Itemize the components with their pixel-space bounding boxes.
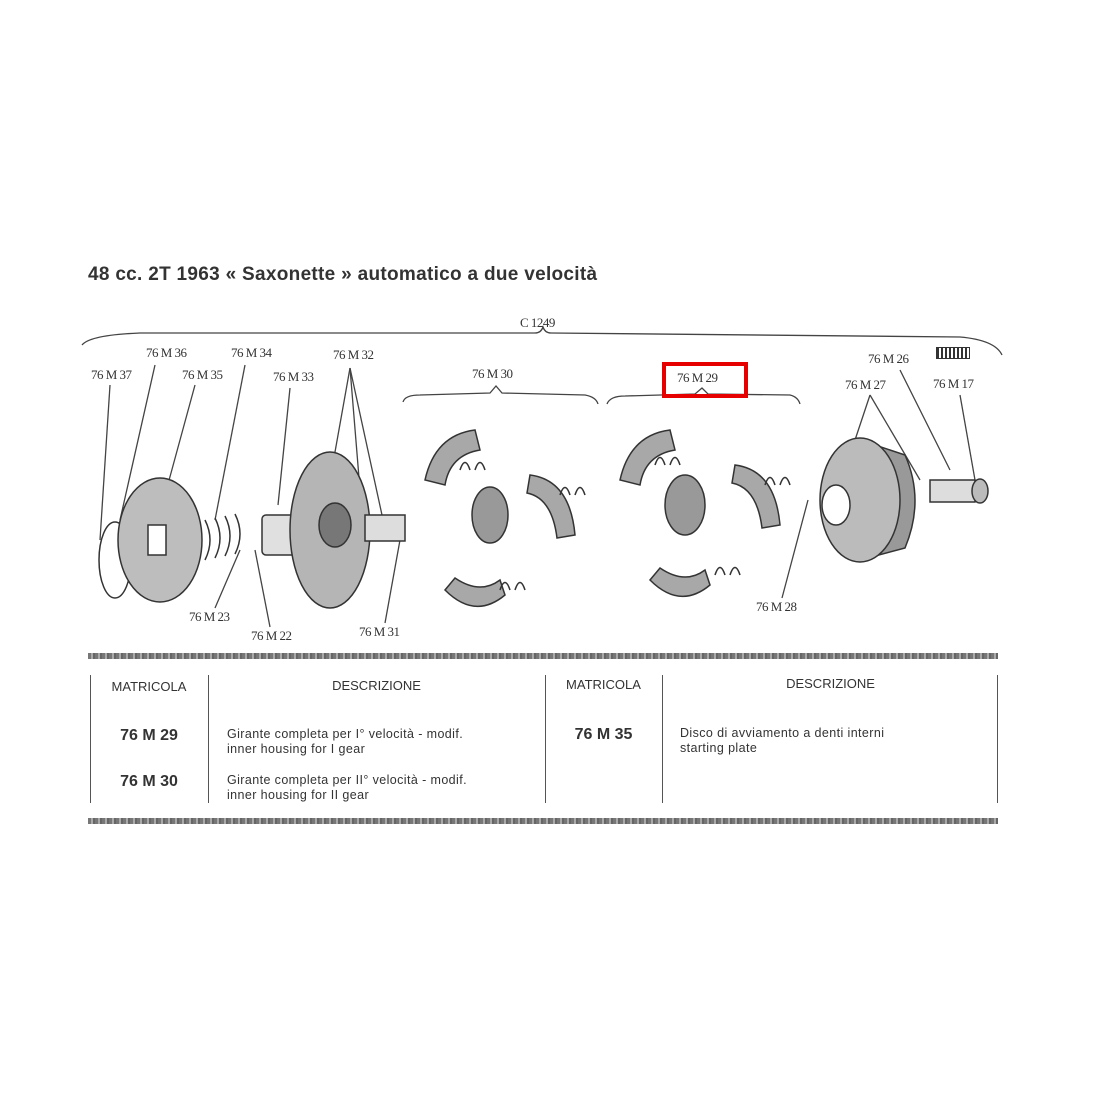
column-header-code: MATRICOLA — [111, 679, 187, 694]
part-label[interactable]: 76 M 30 — [472, 366, 513, 381]
column-header-description: DESCRIZIONE — [786, 676, 875, 691]
part-label[interactable]: 76 M 37 — [91, 367, 132, 382]
brace-76m29 — [606, 387, 801, 405]
part-code: 76 M 30 — [120, 773, 178, 790]
highlight-box — [662, 362, 748, 398]
part-code: 76 M 29 — [120, 727, 178, 744]
stamp-icon — [936, 347, 970, 359]
part-label[interactable]: 76 M 36 — [146, 345, 187, 360]
brace-76m30 — [402, 385, 599, 405]
part-label[interactable]: 76 M 17 — [933, 376, 974, 391]
page-title: 48 cc. 2T 1963 « Saxonette » automatico … — [88, 264, 598, 285]
description-it: Girante completa per II° velocità - modi… — [227, 773, 467, 787]
part-label[interactable]: 76 M 33 — [273, 369, 314, 384]
part-label[interactable]: 76 M 27 — [845, 377, 886, 392]
part-label[interactable]: 76 M 28 — [756, 599, 797, 614]
group-brace — [81, 324, 1003, 356]
description-it: Girante completa per I° velocità - modif… — [227, 727, 464, 741]
table-top-rule — [88, 653, 998, 659]
description-it: Disco di avviamento a denti interni — [680, 726, 885, 740]
part-label[interactable]: 76 M 34 — [231, 345, 272, 360]
exploded-parts-diagram — [81, 324, 1003, 628]
column-header-description: DESCRIZIONE — [332, 678, 421, 693]
part-label[interactable]: 76 M 35 — [182, 367, 223, 382]
column-divider — [208, 675, 209, 803]
table-bottom-rule — [88, 818, 998, 824]
part-code: 76 M 35 — [574, 726, 633, 743]
column-divider — [90, 675, 91, 803]
column-divider — [545, 675, 546, 803]
column-header-code: MATRICOLA — [566, 677, 641, 692]
part-label-highlighted[interactable]: 76 M 29 — [677, 370, 718, 385]
group-label: C 1249 — [520, 315, 555, 330]
part-label[interactable]: 76 M 23 — [189, 609, 230, 624]
description-en: inner housing for II gear — [227, 788, 370, 802]
column-divider — [662, 675, 663, 803]
column-divider — [997, 675, 998, 803]
description-en: starting plate — [680, 741, 758, 755]
part-label[interactable]: 76 M 31 — [359, 624, 400, 639]
description-en: inner housing for I gear — [227, 742, 366, 756]
part-label[interactable]: 76 M 32 — [333, 347, 374, 362]
part-label[interactable]: 76 M 26 — [868, 351, 909, 366]
part-label[interactable]: 76 M 22 — [251, 628, 292, 643]
